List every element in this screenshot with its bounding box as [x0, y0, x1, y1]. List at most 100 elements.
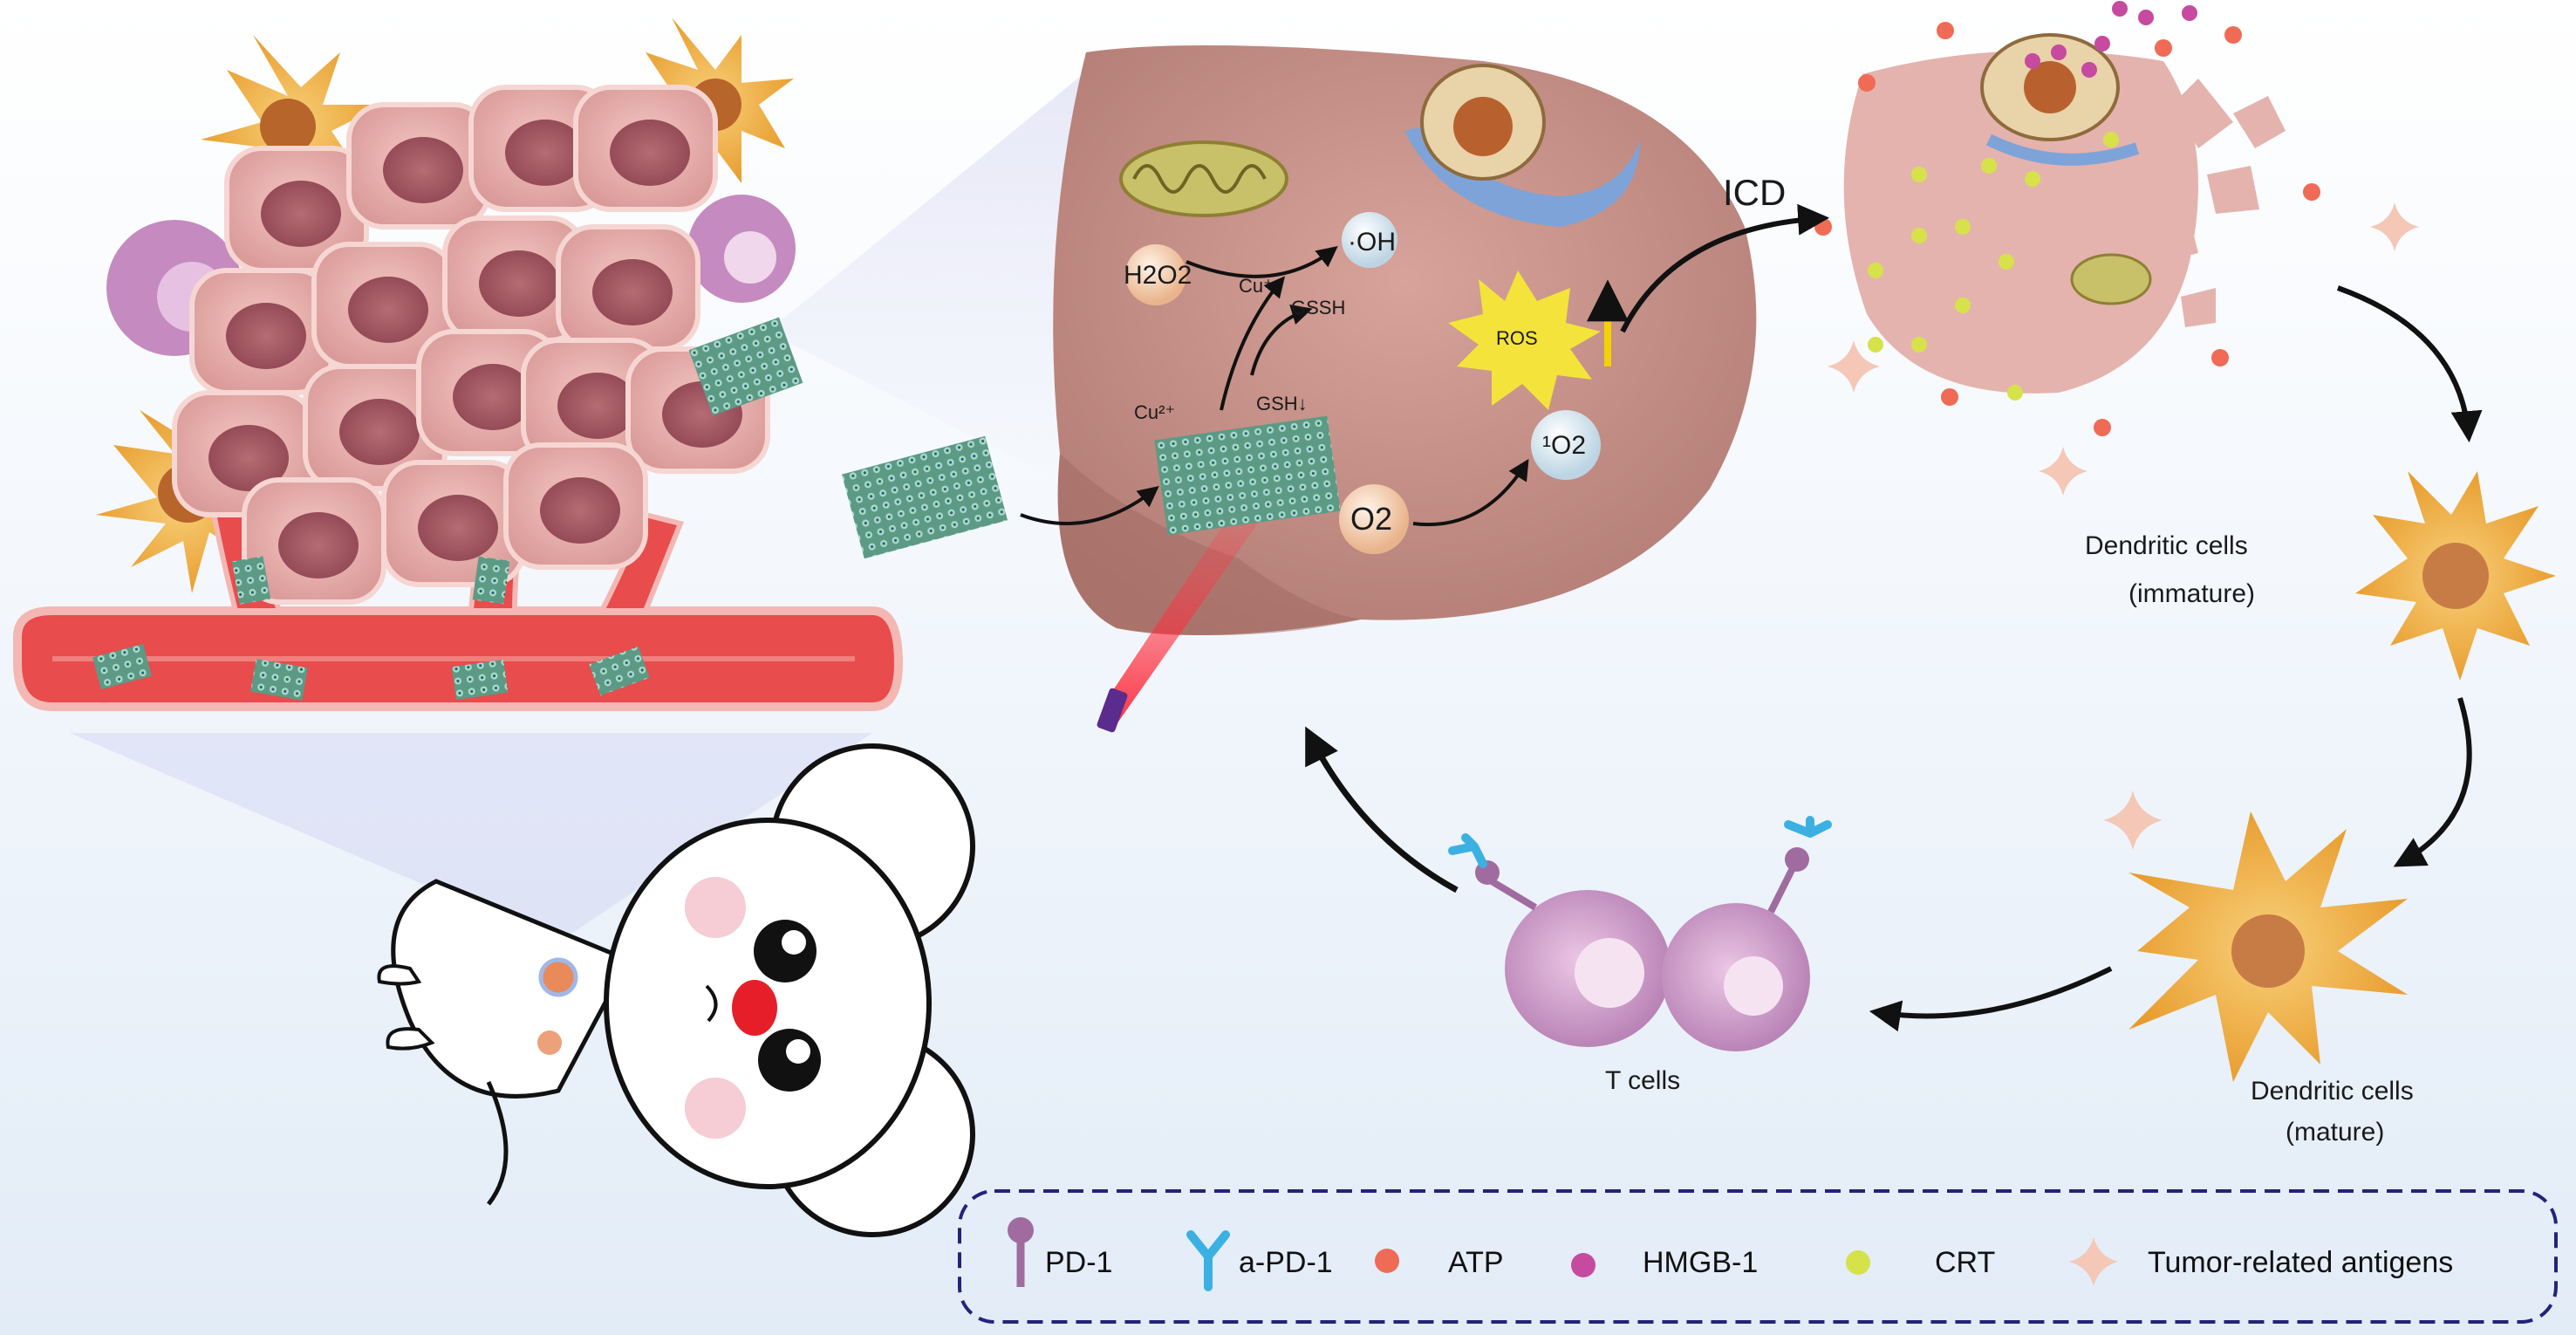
label-dc-immature-1: Dendritic cells [2085, 531, 2248, 560]
atp-dot [2224, 26, 2242, 44]
legend-crt-label: CRT [1935, 1246, 1995, 1279]
legend-pd1: PD-1 [1008, 1217, 1112, 1287]
crt-dot [2025, 171, 2040, 187]
arrow-dc-to-tcells [1869, 966, 2113, 1032]
crt-dot [1868, 337, 1883, 353]
label-icd: ICD [1723, 172, 1786, 213]
arrow-h2o2-to-oh [1186, 246, 1338, 278]
label-h2o2: H2O2 [1124, 261, 1192, 290]
atp-dot [2094, 419, 2111, 436]
label-gssh: GSSH [1291, 297, 1345, 318]
tumor-cell [556, 224, 700, 352]
legend-antigens: Tumor-related antigens [2069, 1237, 2453, 1286]
crt-dot [2103, 132, 2119, 147]
atp-dot [1858, 74, 1876, 92]
h2o2-bubble [1125, 244, 1186, 305]
arrow-gsh-gssh [1250, 305, 1313, 376]
arrow-cu2-cycle [1220, 276, 1286, 411]
label-dc-mature-2: (mature) [2286, 1118, 2384, 1147]
dying-tumor-cell [1843, 33, 2286, 394]
arrow-immature-to-mature [2393, 697, 2472, 867]
antigen-star-icon [2370, 202, 2419, 251]
crt-dot [1911, 228, 1927, 243]
antigen-stars [1828, 202, 2419, 850]
o2-bubble [1339, 484, 1409, 554]
crt-dot [1981, 158, 1997, 174]
hmgb1-dot [2112, 1, 2128, 17]
tumor-cluster [172, 85, 770, 605]
atp-dot [1937, 22, 1954, 39]
label-dc-immature-2: (immature) [2128, 579, 2255, 608]
arrow-sheet-to-cell [1020, 486, 1159, 525]
crt-dot [1868, 263, 1883, 278]
dendritic-cell-immature [2355, 471, 2556, 681]
t-cell-right [1662, 816, 1832, 1051]
hmgb1-dot [2094, 36, 2110, 51]
label-gsh: GSH↓ [1256, 393, 1308, 414]
crt-dot [2007, 385, 2023, 400]
hmgb1-dot [2138, 10, 2154, 25]
legend-crt: CRT [1846, 1246, 1995, 1279]
nanosheet-on-cell [1154, 415, 1341, 536]
legend-box [958, 1189, 2558, 1324]
arrow-icd-to-dc [2336, 285, 2483, 443]
mouse-illustration [377, 743, 975, 1237]
tumor-cell-detail [1020, 45, 1757, 733]
legend-atp-label: ATP [1448, 1246, 1504, 1279]
atp-dot [2155, 39, 2172, 57]
hmgb1-dot [2051, 44, 2067, 60]
labels: H2O2 ·OH Cu⁺ GSSH Cu²⁺ GSH↓ ROS O2 ¹O2 I… [1124, 172, 2414, 1147]
tumor-cell [172, 390, 317, 517]
tumor-cell [503, 442, 648, 570]
arrow-to-icd [1620, 203, 1830, 333]
zoom-beam-upper [768, 61, 1099, 489]
label-t-cells: T cells [1605, 1066, 1680, 1095]
label-dc-mature-1: Dendritic cells [2251, 1077, 2414, 1106]
hmgb1-dot [2081, 62, 2097, 78]
crt-dot [1911, 167, 1927, 182]
legend-antigens-label: Tumor-related antigens [2148, 1246, 2453, 1279]
nanosheets-in-vessel [92, 317, 803, 701]
mitochondrion-icon [1119, 140, 1288, 217]
atp-dot [1941, 388, 1958, 406]
label-ros: ROS [1496, 327, 1538, 349]
nanosheet-free [841, 435, 1008, 559]
antigen-star-icon [2103, 791, 2163, 850]
tumor-cell [242, 477, 386, 605]
arrow-tcells-to-tumor [1305, 726, 1459, 893]
purple-immune-cell-right [687, 195, 796, 303]
legend: PD-1 a-PD-1 ATP HMGB-1 CRT Tumor-related… [958, 1189, 2558, 1324]
t-cell-left [1448, 833, 1671, 1047]
released-damps [1814, 1, 2320, 436]
dendritic-cell-mature [2128, 811, 2408, 1082]
tumor-cell [381, 460, 526, 587]
crt-dot [1911, 337, 1927, 353]
hmgb1-dot [2025, 53, 2040, 69]
arrow-o2-to-singlet [1412, 458, 1529, 527]
hmgb1-dot [2182, 5, 2197, 21]
crt-dot [1955, 298, 1971, 313]
legend-apd1: a-PD-1 [1186, 1230, 1333, 1291]
label-o2: O2 [1350, 501, 1392, 537]
tumor-cell [346, 102, 491, 229]
laser-beam [1097, 489, 1282, 733]
zoom-beam-lower [70, 733, 872, 942]
atp-dot [2303, 183, 2320, 201]
label-cu-plus: Cu⁺ [1239, 275, 1274, 297]
crt-dot [1955, 219, 1971, 235]
label-singlet-o2: ¹O2 [1542, 431, 1586, 460]
label-cu2: Cu²⁺ [1134, 401, 1175, 423]
antigen-star-icon [1828, 340, 1880, 393]
label-oh: ·OH [1348, 228, 1396, 257]
ros-burst-icon [1448, 270, 1601, 410]
legend-atp: ATP [1375, 1246, 1504, 1279]
legend-hmgb1-label: HMGB-1 [1643, 1246, 1758, 1279]
tumor-cell [573, 85, 718, 212]
atp-dot [2211, 349, 2229, 366]
legend-hmgb1: HMGB-1 [1571, 1246, 1758, 1279]
legend-pd1-label: PD-1 [1045, 1246, 1112, 1279]
singlet-o2-bubble [1531, 410, 1601, 480]
crt-dot [1999, 254, 2014, 270]
